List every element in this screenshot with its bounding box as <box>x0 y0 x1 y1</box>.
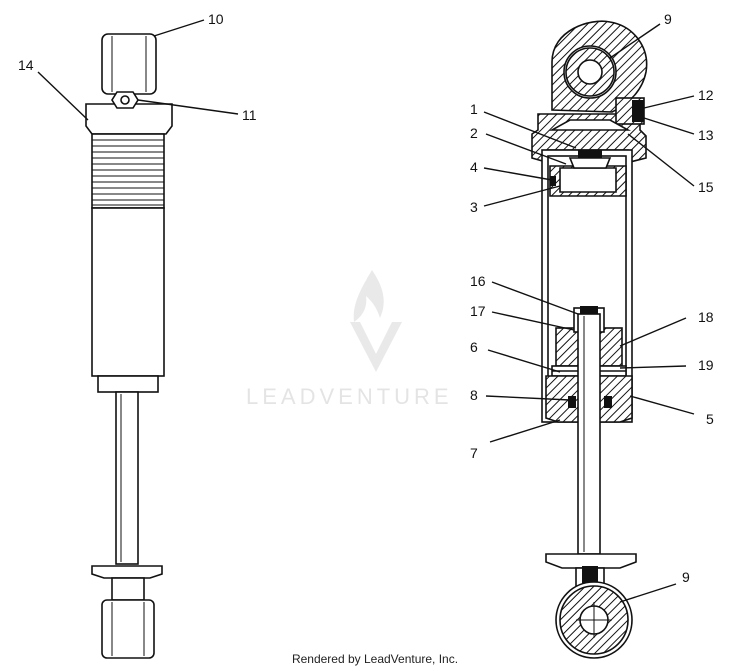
callout-8: 8 <box>470 387 478 403</box>
callout-18: 18 <box>698 309 714 325</box>
callout-19: 19 <box>698 357 714 373</box>
callout-15: 15 <box>698 179 714 195</box>
callout-5: 5 <box>706 411 714 427</box>
callout-4: 4 <box>470 159 478 175</box>
callout-7: 7 <box>470 445 478 461</box>
callout-11: 11 <box>242 107 257 123</box>
callout-12: 12 <box>698 87 714 103</box>
callout-3: 3 <box>470 199 478 215</box>
callout-9-bottom: 9 <box>682 569 690 585</box>
cross-section-shock-view <box>531 20 648 659</box>
watermark-text: LEADVENTURE <box>246 384 453 409</box>
callout-1: 1 <box>470 101 478 117</box>
callout-16: 16 <box>470 273 486 289</box>
callout-2: 2 <box>470 125 478 141</box>
callout-17: 17 <box>470 303 486 319</box>
callout-13: 13 <box>698 127 714 143</box>
leader-lines <box>37 19 695 603</box>
exterior-shock-view <box>85 33 173 659</box>
footer-credit: Rendered by LeadVenture, Inc. <box>291 652 459 666</box>
callout-9-top: 9 <box>664 11 672 27</box>
callout-numbers: 10 11 14 9 12 13 15 1 2 4 3 16 17 18 6 1… <box>18 11 714 585</box>
callout-6: 6 <box>470 339 478 355</box>
callout-14: 14 <box>18 57 34 73</box>
callout-10: 10 <box>208 11 224 27</box>
leadventure-watermark: LEADVENTURE <box>246 270 453 409</box>
